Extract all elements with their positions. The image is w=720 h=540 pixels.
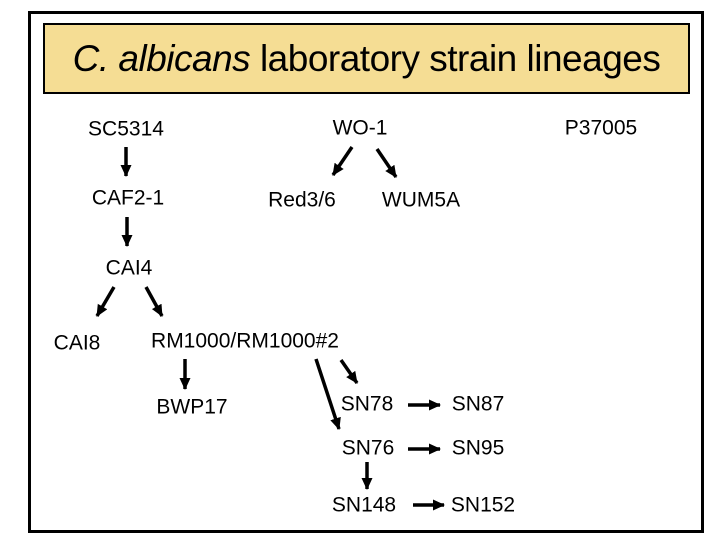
node-sn152: SN152: [450, 493, 516, 517]
node-sn76: SN76: [341, 436, 395, 460]
node-sn95: SN95: [451, 436, 505, 460]
node-wum5a: WUM5A: [381, 188, 461, 212]
node-sn87: SN87: [451, 392, 505, 416]
node-cai4: CAI4: [105, 256, 153, 280]
node-sc5314: SC5314: [88, 117, 164, 141]
page-title: C. albicans laboratory strain lineages: [73, 38, 661, 80]
node-caf2-1: CAF2-1: [91, 186, 165, 210]
node-wo-1: WO-1: [332, 116, 388, 140]
node-rm1000: RM1000/RM1000#2: [151, 329, 339, 353]
title-species-italic: C. albicans: [72, 37, 251, 79]
title-rest: laboratory strain lineages: [250, 37, 661, 79]
node-bwp17: BWP17: [156, 395, 228, 419]
title-box: C. albicans laboratory strain lineages: [43, 23, 690, 94]
node-sn78: SN78: [340, 392, 394, 416]
node-cai8: CAI8: [53, 331, 101, 355]
node-red3-6: Red3/6: [268, 188, 336, 212]
node-p37005: P37005: [564, 116, 638, 140]
node-sn148: SN148: [331, 493, 397, 517]
diagram-frame: [28, 11, 704, 533]
